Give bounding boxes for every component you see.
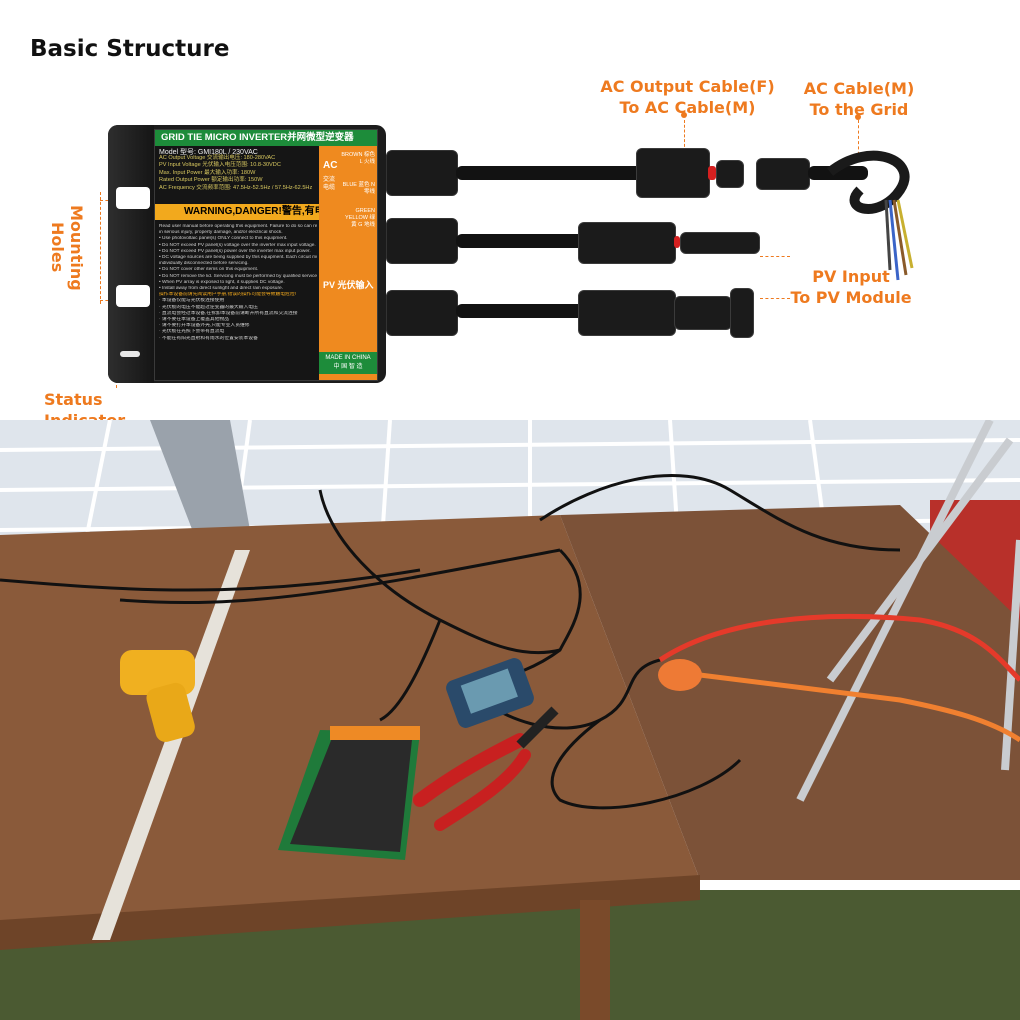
fine-line: • When PV array is exposed to light, it … [159,279,285,285]
fine-print: Read user manual before operating this e… [159,224,317,342]
pv-plus-connector [578,290,676,336]
table-leg [580,900,610,1020]
mounting-rail [108,125,154,383]
pv-minus-cable [456,234,586,248]
pv-plus-gland [386,290,458,336]
fine-line: · 光伏板的电压不能超过逆变器的最大输入电压 [159,304,258,310]
fine-line: · 请不要打开本设备外壳,只能专业人员维修 [159,323,250,329]
pv-input-callout-line2: To PV Module [790,288,912,307]
wire-green-yellow-label: GREEN YELLOW 绿黄 G 地线 [345,208,375,228]
pv-plus-cable [456,304,586,318]
monitor-screen [460,668,518,714]
ac-cable-gland [386,150,458,196]
fine-line: • Do NOT exceed PV panel(s) voltage over… [159,242,316,248]
pv-minus-gland [386,218,458,264]
ir-thermometer [120,650,195,742]
ac-output-leader [684,120,685,166]
orange-cable [659,667,1020,743]
fine-line: in serious injury, property damage, and/… [159,230,283,236]
inverter-device: GRID TIE MICRO INVERTER并网微型逆变器 Model 型号:… [108,125,396,383]
pv-plus-sleeve [674,296,732,330]
wire-brown-label: BROWN 棕色 L 火线 [341,152,375,165]
fine-line: · 不能在有阳光直射和有雨水的位置安装本设备 [159,335,258,341]
fine-line: • Do NOT exceed PV panel(s) power over t… [159,248,311,254]
ac-label: AC [323,160,338,171]
fine-line: • Install away from direct sunlight and … [159,286,284,292]
ac-output-callout-line1: AC Output Cable(F) [600,77,775,96]
fine-line: 操作本设备前请先阅读用户手册,错误的操作可能会导致触电危险! [159,292,296,298]
pv-input-callout: PV Input To PV Module [786,266,916,308]
ac-output-callout: AC Output Cable(F) To AC Cable(M) [600,76,775,118]
pv-minus-connector [578,222,676,264]
pv-input-leader-1 [760,256,790,257]
inverter-on-table [278,726,420,860]
fine-line: • DC voltage sources are being supplied … [159,255,317,261]
orange-plug [658,659,702,691]
made-in-badge: MADE IN CHINA 中 国 智 造 [319,352,377,374]
spec-line: PV Input Voltage 光伏输入电压范围: 10.8-30VDC [159,162,281,169]
spec-line: Rated Output Power 额定输出功率: 150W [159,177,263,184]
mounting-hole-icon [116,187,150,209]
spec-list: AC Output Voltage 交流输出电压: 180-280VAC PV … [159,155,319,192]
fine-line: · 直流电会经过本设备,在拆卸本设备前请断开所有直流和交流连接 [159,310,298,316]
ac-output-cable [456,166,656,180]
ac-connector-tip [716,160,744,188]
grid-wire-bundle [826,150,914,281]
photo-scene [0,420,1020,1020]
pv-label: PV 光伏输入 [323,280,374,290]
device-label-title: GRID TIE MICRO INVERTER并网微型逆变器 [155,130,377,146]
ac-cable-leader-dot [855,114,861,120]
made-in-cn-text: 中 国 智 造 [333,364,363,370]
page-title: Basic Structure [30,36,230,62]
orange-side-panel: AC 交流电缆 BROWN 棕色 L 火线 BLUE 蓝色 N 零线 GREEN… [319,146,377,380]
ac-output-callout-line2: To AC Cable(M) [619,98,756,117]
ac-cable-callout-line1: AC Cable(M) [803,79,915,98]
ac-connector-seal [708,166,716,180]
pv-minus-seal [674,236,680,248]
fine-line: • Do NOT remove the lid. Servicing must … [159,273,317,279]
table-edge [0,875,700,950]
wire-blue-label: BLUE 蓝色 N 零线 [342,182,375,195]
pv-plus-cap [730,288,754,338]
fine-line: Read user manual before operating this e… [159,224,317,229]
spec-line: AC Output Voltage 交流输出电压: 180-280VAC [159,155,276,161]
structure-diagram: Basic Structure AC Output Cable(F) To AC… [0,0,1020,430]
ac-cn-label: 交流电缆 [323,177,336,191]
fine-line: · 光伏板在光照下会带有直流电 [159,329,225,335]
fine-line: · 请不要在本设备上覆盖其他物品 [159,317,230,323]
mounting-hole-icon [116,285,150,307]
ac-female-connector [636,148,710,198]
ac-output-leader-dot [681,112,687,118]
fine-line: · 本设备仅能与光伏板连接使用 [159,298,225,304]
fine-line: • Do NOT cover other items on this equip… [159,267,259,273]
ac-cable-leader [858,120,859,160]
mounting-holes-callout: Mounting Holes [48,204,86,291]
ac-cable-callout: AC Cable(M) To the Grid [796,78,922,120]
red-cable [658,613,1020,682]
status-indicator-led [120,351,140,357]
spec-line: Max. Input Power 最大输入功率: 180W [159,169,256,176]
panel-frame-post [150,420,250,550]
pv-input-callout-line1: PV Input [812,267,890,286]
device-label: GRID TIE MICRO INVERTER并网微型逆变器 Model 型号:… [154,129,378,381]
ac-male-connector [756,158,810,190]
device-model: Model 型号: GMI180L / 230VAC [159,149,258,156]
pliers [413,706,559,831]
ac-cable-callout-line2: To the Grid [809,100,909,119]
pv-minus-pin [680,232,760,254]
mounting-holes-leader [100,192,101,304]
spec-line: AC Frequency 交流频率范围: 47.5Hz-52.5Hz / 57.… [159,184,313,191]
white-tape-line [92,550,250,940]
fine-line: individually disconnected before servici… [159,261,249,267]
pv-input-leader-2 [760,298,790,299]
grid-cable [808,166,868,180]
made-in-text: MADE IN CHINA [325,355,371,361]
fine-line: • Use photovoltaic panel(s) ONLY connect… [159,236,288,242]
field-test-photo [0,420,1020,1020]
